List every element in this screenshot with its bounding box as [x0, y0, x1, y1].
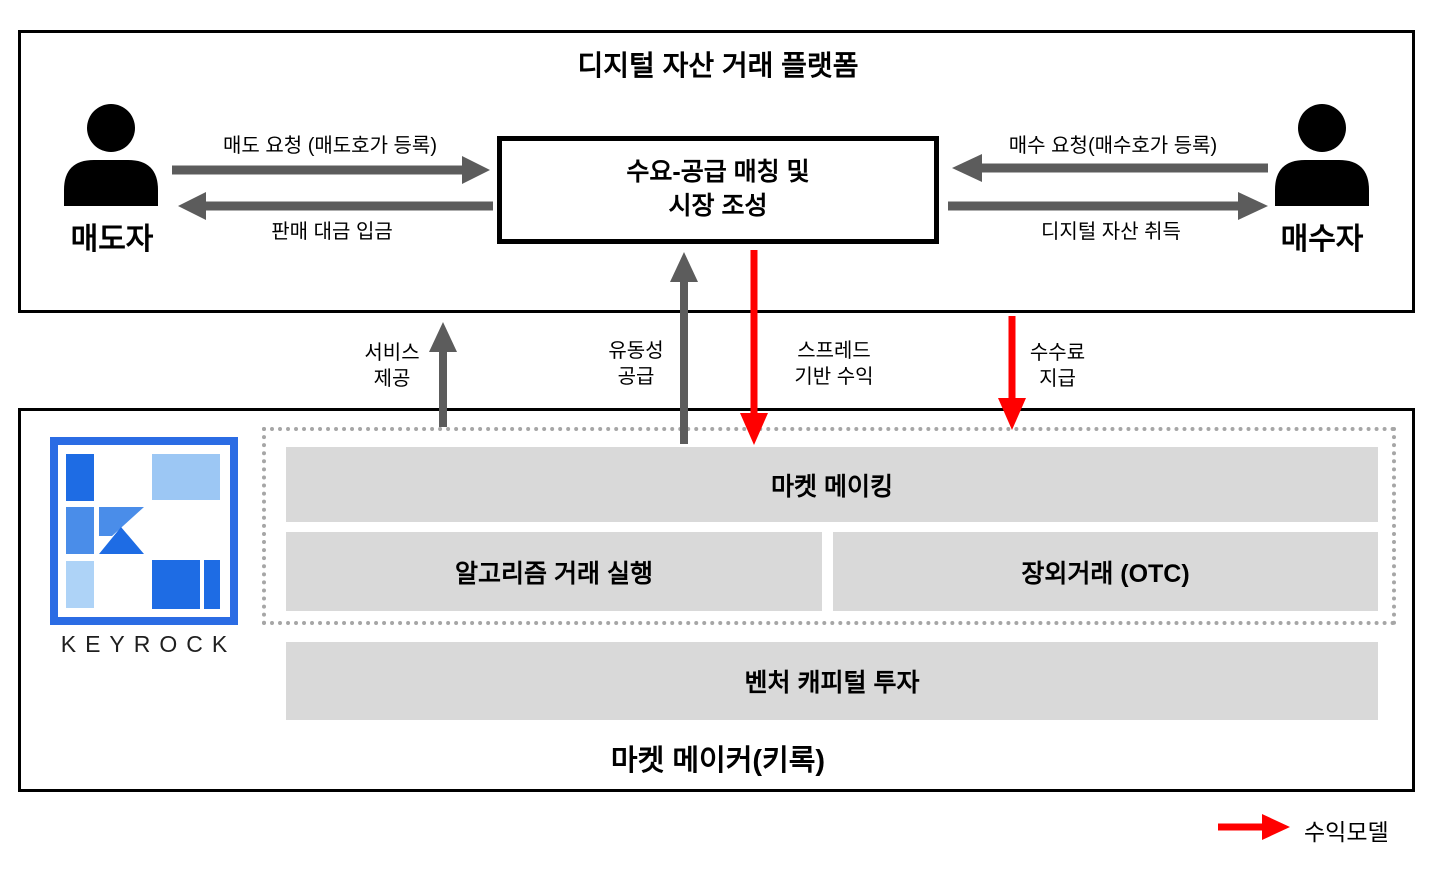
seller-label: 매도자 — [70, 223, 154, 256]
keyrock-logo-text: KEYROCK — [60, 631, 237, 657]
market-making-dotted-group — [262, 427, 1396, 625]
legend-revenue-model-label: 수익모델 — [1304, 819, 1389, 845]
bar-market-making: 마켓 메이킹 — [286, 447, 1378, 522]
keyrock-logo — [50, 437, 238, 625]
spread-revenue-flow-label: 스프레드 기반 수익 — [794, 340, 874, 388]
sale-payment-label: 판매 대금 입금 — [271, 221, 393, 243]
buyer-label: 매수자 — [1280, 223, 1364, 256]
bar-algorithmic-trading: 알고리즘 거래 실행 — [286, 532, 822, 611]
bar-otc-label: 장외거래 (OTC) — [1021, 559, 1190, 588]
bar-venture-capital-label: 벤처 캐피털 투자 — [744, 669, 920, 697]
seller-person-icon — [64, 104, 158, 206]
bar-market-making-label: 마켓 메이킹 — [771, 472, 893, 501]
liquidity-flow-label: 유동성 공급 — [608, 340, 664, 388]
market-maker-caption: 마켓 메이커(키록) — [610, 745, 826, 777]
buyer-person-icon — [1275, 104, 1369, 206]
page-title: 디지털 자산 거래 플랫폼 — [577, 50, 859, 81]
bar-venture-capital: 벤처 캐피털 투자 — [286, 642, 1378, 720]
bar-algorithmic-trading-label: 알고리즘 거래 실행 — [455, 559, 653, 588]
bar-otc: 장외거래 (OTC) — [833, 532, 1378, 611]
fee-payment-flow-label: 수수료 지급 — [1029, 342, 1086, 390]
sell-request-label: 매도 요청 (매도호가 등록) — [223, 135, 437, 157]
asset-acquisition-label: 디지털 자산 취득 — [1041, 221, 1181, 243]
matching-box: 수요-공급 매칭 및 시장 조성 — [497, 136, 939, 244]
buy-request-label: 매수 요청(매수호가 등록) — [1008, 135, 1218, 157]
legend-revenue-arrow — [1218, 814, 1290, 840]
service-flow-label: 서비스 제공 — [364, 342, 420, 390]
